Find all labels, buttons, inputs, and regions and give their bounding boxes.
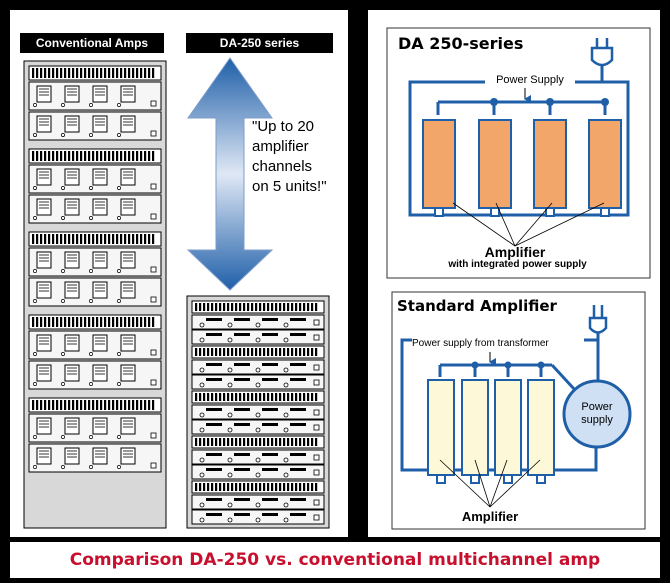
power-dots: [490, 98, 609, 106]
orange-amp-units: [422, 119, 622, 209]
cream-amp-feet: [436, 474, 546, 484]
double-arrow-icon: [186, 57, 274, 291]
power-supply-circle: [562, 379, 632, 449]
standard-wiring: [400, 327, 600, 472]
da250-series-label: DA-250 series: [186, 33, 333, 53]
comparison-caption: Comparison DA-250 vs. conventional multi…: [10, 542, 660, 578]
conventional-amps-label: Conventional Amps: [20, 33, 164, 53]
power-supply-circle-label: Power supply: [581, 401, 613, 426]
da250-rack: [186, 295, 330, 529]
amplifier-label-top: Amplifier: [484, 244, 546, 260]
channels-quote: "Up to 20 amplifier channels on 5 units!…: [252, 118, 327, 195]
amplifier-pointer-lines-2: [439, 459, 541, 508]
power-supply-label: Power Supply: [485, 74, 575, 86]
da250-diagram-title: DA 250-series: [398, 34, 524, 53]
standard-amplifier-title: Standard Amplifier: [397, 297, 557, 315]
amplifier-pointer-lines: [452, 202, 605, 247]
amplifier-label-bottom: Amplifier: [461, 509, 519, 524]
transformer-power-label: Power supply from transformer: [412, 338, 584, 349]
conventional-amp-rack: [23, 60, 167, 529]
power-dots-2: [471, 361, 545, 369]
cream-amp-units: [427, 379, 555, 476]
orange-amp-feet: [434, 207, 610, 217]
plug-icon-2: [588, 305, 608, 334]
plug-icon: [590, 38, 614, 67]
amplifier-sub-label: with integrated power supply: [448, 259, 587, 270]
